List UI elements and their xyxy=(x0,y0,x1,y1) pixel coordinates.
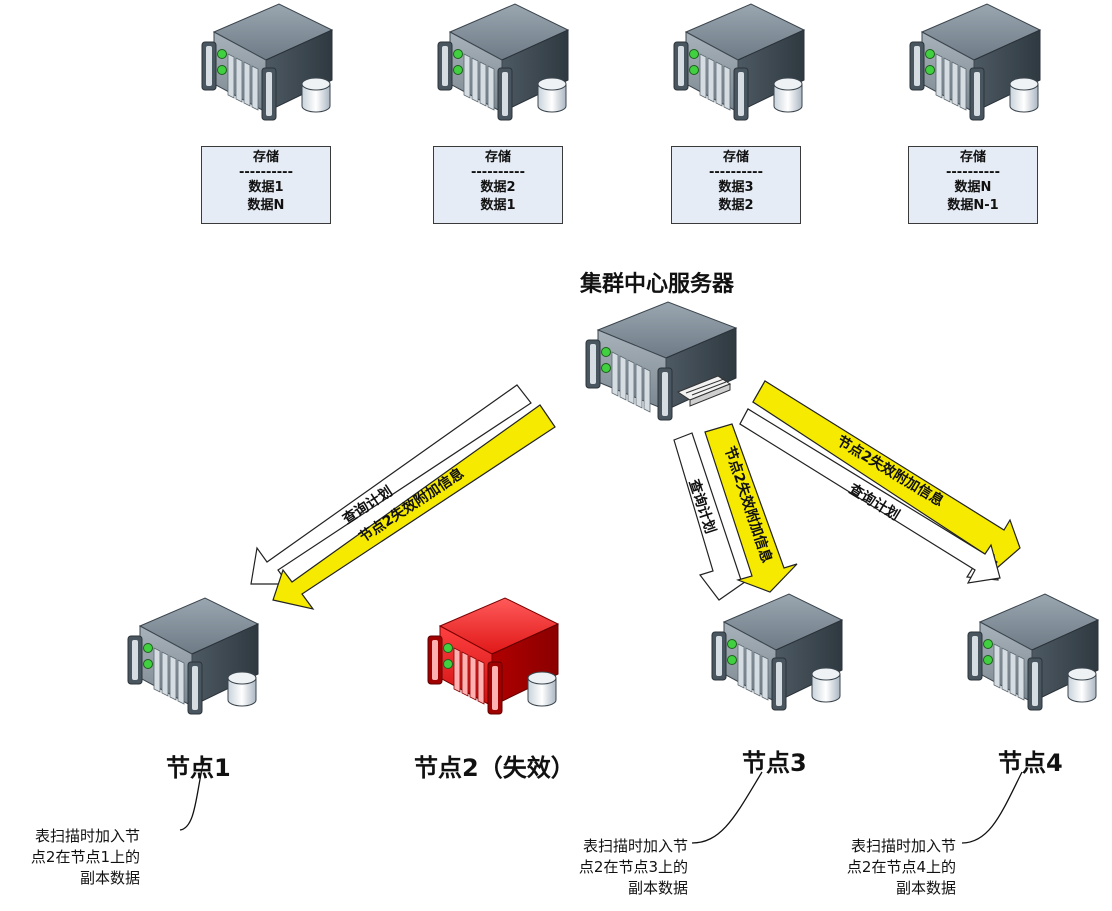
server-icon xyxy=(711,593,843,711)
storage-data-line: 数据N xyxy=(954,180,992,195)
storage-box: 存储 ---------- 数据N 数据N-1 xyxy=(908,146,1038,224)
storage-title: 存储 xyxy=(484,150,511,165)
storage-data-line: 数据1 xyxy=(480,198,516,213)
callout-line: 表扫描时加入节 xyxy=(582,837,688,855)
arrow-failure-info-node4: 节点2失效附加信息 xyxy=(752,380,1021,575)
callout-connector xyxy=(961,771,1023,844)
server-icon xyxy=(437,3,569,121)
callout-line: 副本数据 xyxy=(79,869,140,887)
callout-note-node4: 表扫描时加入节 点2在节点4上的 副本数据 xyxy=(816,836,956,899)
storage-data-line: 数据3 xyxy=(718,180,754,195)
callout-line: 点2在节点1上的 xyxy=(30,848,140,866)
server-icon xyxy=(201,3,333,121)
callout-connector xyxy=(691,771,763,844)
storage-box: 存储 ---------- 数据3 数据2 xyxy=(671,146,801,224)
callout-connector xyxy=(179,759,205,831)
storage-separator: ---------- xyxy=(709,165,763,180)
arrow-query-plan-node1: 查询计划 xyxy=(250,384,532,585)
node-label-1: 节点1 xyxy=(166,754,231,782)
callout-line: 点2在节点4上的 xyxy=(846,858,956,876)
callout-line: 表扫描时加入节 xyxy=(850,837,956,855)
storage-data-line: 数据1 xyxy=(248,180,284,195)
server-icon xyxy=(673,3,805,121)
storage-title: 存储 xyxy=(722,150,749,165)
storage-separator: ---------- xyxy=(946,165,1000,180)
storage-data-line: 数据N xyxy=(247,198,285,213)
storage-title: 存储 xyxy=(959,150,986,165)
arrow-query-plan-node4: 查询计划 xyxy=(739,408,1001,584)
storage-title: 存储 xyxy=(252,150,279,165)
callout-line: 表扫描时加入节 xyxy=(34,827,140,845)
failed-server-icon xyxy=(427,597,559,715)
callout-note-node1: 表扫描时加入节 点2在节点1上的 副本数据 xyxy=(0,826,140,889)
server-icon xyxy=(127,597,259,715)
node-label-2-failed: 节点2（失效） xyxy=(414,754,575,782)
server-icon xyxy=(967,593,1099,711)
center-server-title: 集群中心服务器 xyxy=(580,272,735,297)
server-icon xyxy=(909,3,1041,121)
arrow-failure-info-node1: 节点2失效附加信息 xyxy=(272,404,556,610)
callout-line: 副本数据 xyxy=(627,879,688,897)
storage-data-line: 数据N-1 xyxy=(947,198,999,213)
center-server-icon xyxy=(585,301,737,421)
storage-box: 存储 ---------- 数据2 数据1 xyxy=(433,146,563,224)
storage-separator: ---------- xyxy=(471,165,525,180)
storage-data-line: 数据2 xyxy=(480,180,516,195)
storage-separator: ---------- xyxy=(239,165,293,180)
storage-box: 存储 ---------- 数据1 数据N xyxy=(201,146,331,224)
node-label-3: 节点3 xyxy=(742,749,807,777)
callout-line: 点2在节点3上的 xyxy=(578,858,688,876)
callout-note-node3: 表扫描时加入节 点2在节点3上的 副本数据 xyxy=(548,836,688,899)
node-label-4: 节点4 xyxy=(998,749,1063,777)
storage-data-line: 数据2 xyxy=(718,198,754,213)
callout-line: 副本数据 xyxy=(895,879,956,897)
